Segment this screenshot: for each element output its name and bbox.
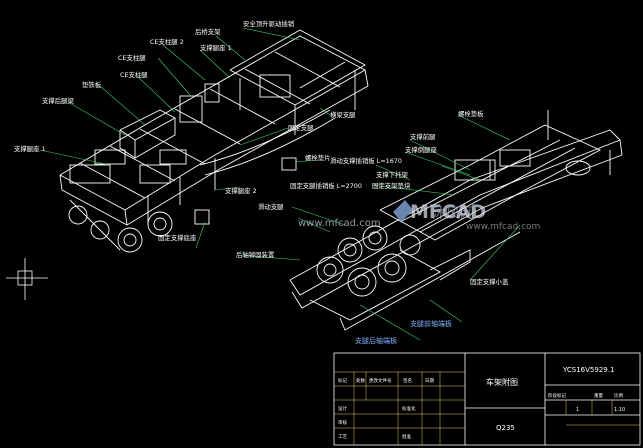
- ucs-crosshair: [6, 258, 48, 300]
- label-l21: 固定支撑底座: [158, 233, 197, 242]
- tb-label-0: 标记: [338, 377, 347, 384]
- label-l6: CE支柱腿: [120, 70, 148, 79]
- tb-drawing-number: YCS16V5929.1: [562, 366, 614, 374]
- label-l24: 固定支撑小盖: [470, 277, 509, 286]
- tb-label-12: 比例: [614, 392, 623, 399]
- label-l9: 支撑腿座 1: [14, 144, 46, 153]
- watermark: MFCAD 沐风网 www.mfcad.com www.mfcad.com: [298, 200, 540, 232]
- tb-label-11: 重量: [594, 392, 603, 399]
- label-l11: 固定支腿: [288, 123, 314, 132]
- label-l26: 支腿后轴端板: [355, 336, 397, 345]
- tb-label-9: 批准: [402, 433, 411, 440]
- label-l5: CE支柱腿: [118, 53, 146, 62]
- watermark-site-text-right: www.mfcad.com: [466, 222, 540, 232]
- right-chassis-drawing: [289, 110, 623, 331]
- label-l10: 横梁支腿: [330, 110, 356, 119]
- watermark-logo-icon: [393, 200, 413, 222]
- label-l2: 后桥支架: [195, 27, 221, 36]
- label-l22: 滑动支腿: [258, 202, 284, 211]
- annotation-labels: 安全顶升驱动插销 后桥支架 CE支柱腿 2 支撑腿座 1 CE支柱腿 CE支柱腿…: [14, 19, 509, 345]
- label-l19: 支撑下托架: [376, 170, 409, 179]
- tb-scale-ratio: 1:10: [614, 407, 625, 413]
- label-l3: CE支柱腿 2: [150, 37, 184, 46]
- label-l15: 支撑倒腿座: [405, 145, 438, 154]
- label-l23: 后轴铆固装置: [236, 250, 275, 259]
- tb-label-7: 审核: [338, 419, 347, 426]
- label-l18: 支撑腿座 2: [225, 186, 257, 195]
- label-l25: 支腿前轴端板: [410, 319, 452, 328]
- tb-label-5: 设计: [338, 405, 347, 412]
- tb-scale-count: 1: [576, 407, 579, 413]
- tb-label-1: 处数: [356, 377, 365, 384]
- label-l13: 螺栓垫板: [458, 109, 484, 118]
- tb-drawing-title: 车架附图: [486, 377, 518, 387]
- watermark-center-text: 沐风网: [432, 206, 474, 222]
- label-l14: 支撑前腿: [410, 132, 436, 141]
- label-l1: 安全顶升驱动插销: [243, 19, 295, 28]
- watermark-logo-text: MFCAD: [410, 201, 486, 223]
- tb-label-3: 签名: [403, 377, 412, 384]
- watermark-site-text-left: www.mfcad.com: [298, 218, 381, 229]
- leader-lines: [39, 27, 521, 341]
- title-block: 标记 处数 更改文件号 签名 日期 设计 标准化 审核 工艺 批准 阶段标记 重…: [333, 352, 641, 446]
- tb-label-10: 阶段标记: [548, 392, 566, 399]
- label-l4: 支撑腿座 1: [200, 43, 232, 52]
- tb-material: Q235: [496, 424, 515, 432]
- tb-label-4: 日期: [425, 378, 434, 384]
- left-chassis-drawing: [59, 29, 369, 253]
- tb-label-8: 工艺: [338, 434, 347, 440]
- tb-label-2: 更改文件号: [369, 377, 392, 384]
- label-l20: 固定支架垫块: [372, 181, 411, 190]
- label-l7: 垫铁板: [82, 80, 102, 89]
- label-l8: 支撑后腿梁: [42, 96, 75, 105]
- label-l12: 螺栓垫片: [305, 153, 331, 162]
- tb-label-6: 标准化: [402, 405, 416, 412]
- label-l16: 滑动支撑插销板 L=1670: [330, 156, 402, 165]
- label-l17: 固定支腿插销板 L=2700: [290, 181, 362, 190]
